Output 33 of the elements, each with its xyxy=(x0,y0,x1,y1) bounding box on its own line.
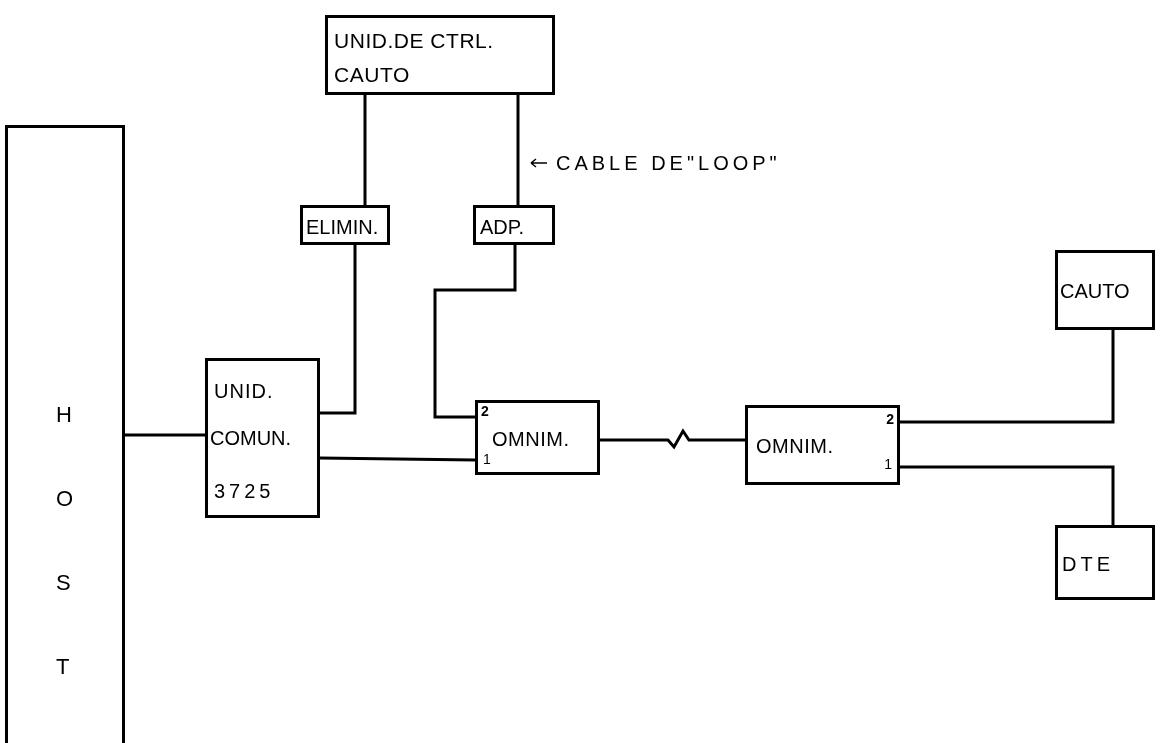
communication-unit-box xyxy=(205,358,320,518)
control-unit-box xyxy=(325,15,555,95)
connector-line xyxy=(319,456,476,462)
box-label: 3725 xyxy=(214,479,275,503)
connector-line xyxy=(125,433,205,437)
terminal-box xyxy=(1055,525,1155,600)
eliminator-box xyxy=(300,205,390,245)
connector-line xyxy=(600,428,745,450)
box-label: 2 xyxy=(481,403,489,419)
host-box xyxy=(5,125,125,743)
box-label: UNID. xyxy=(214,379,274,403)
connector-line xyxy=(900,330,1115,424)
box-label: UNID.DE CTRL. CAUTO xyxy=(334,28,495,88)
box-label: 1 xyxy=(884,456,892,472)
box-label: DTE xyxy=(1062,552,1114,576)
connector-line xyxy=(433,245,517,419)
terminal-box xyxy=(1055,250,1155,330)
box-label: OMNIM. xyxy=(492,427,570,451)
box-label: 1 xyxy=(483,451,491,467)
adapter-box xyxy=(473,205,555,245)
box-label: ADP. xyxy=(480,215,525,239)
modem-box xyxy=(475,400,600,475)
connector-line xyxy=(900,465,1115,525)
box-label: OMNIM. xyxy=(756,434,834,458)
connector-line xyxy=(363,95,367,205)
box-label: HOST xyxy=(56,401,75,681)
box-label: 2 xyxy=(886,411,894,427)
box-label: CAUTO xyxy=(1060,279,1130,303)
connector-line xyxy=(516,95,520,205)
modem-box xyxy=(745,405,900,485)
box-label: ELIMIN. xyxy=(306,215,379,239)
connector-line xyxy=(320,245,357,415)
box-label: COMUN. xyxy=(210,426,292,450)
